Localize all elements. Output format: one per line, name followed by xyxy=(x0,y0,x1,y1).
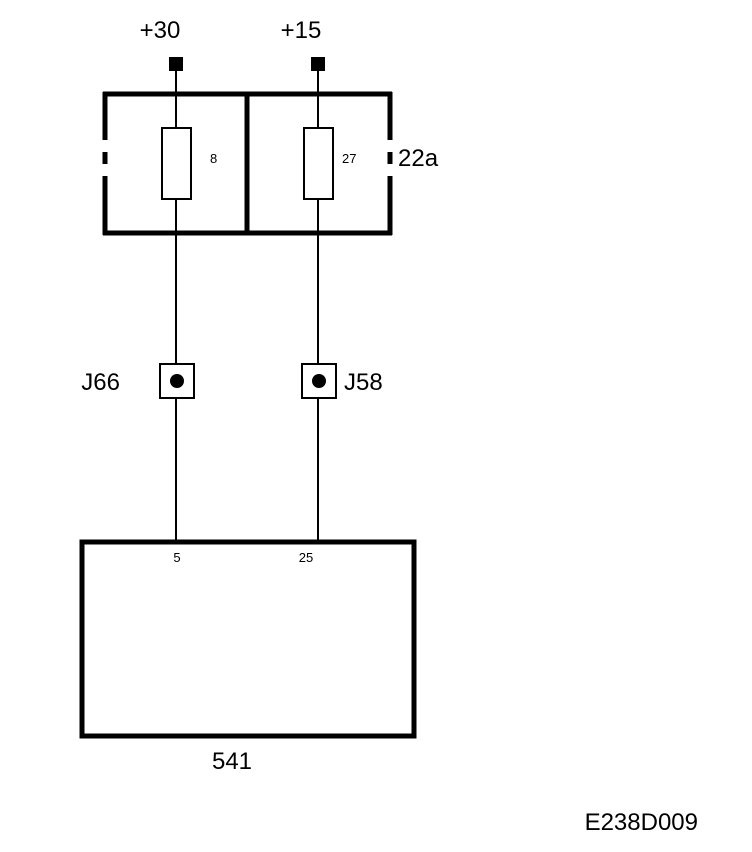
supply-terminal-right xyxy=(311,57,325,71)
supply-label-left: +30 xyxy=(140,17,181,44)
connector-label-right: J58 xyxy=(344,369,383,396)
connector-right xyxy=(301,363,337,399)
fuse-left xyxy=(161,127,192,200)
drawing-id: E238D009 xyxy=(585,809,698,836)
fuse-box xyxy=(102,91,393,236)
control-unit-label: 541 xyxy=(212,748,252,775)
fuse-box-label: 22a xyxy=(398,145,439,172)
fuse-number-right: 27 xyxy=(342,151,356,166)
connector-left xyxy=(159,363,195,399)
control-unit xyxy=(79,539,417,739)
pin-label-left: 5 xyxy=(173,550,180,565)
fuse-number-left: 8 xyxy=(210,151,217,166)
supply-terminal-left xyxy=(169,57,183,71)
supply-label-right: +15 xyxy=(281,17,322,44)
fuse-right xyxy=(303,127,334,200)
connector-label-left: J66 xyxy=(81,369,120,396)
pin-label-right: 25 xyxy=(299,550,313,565)
